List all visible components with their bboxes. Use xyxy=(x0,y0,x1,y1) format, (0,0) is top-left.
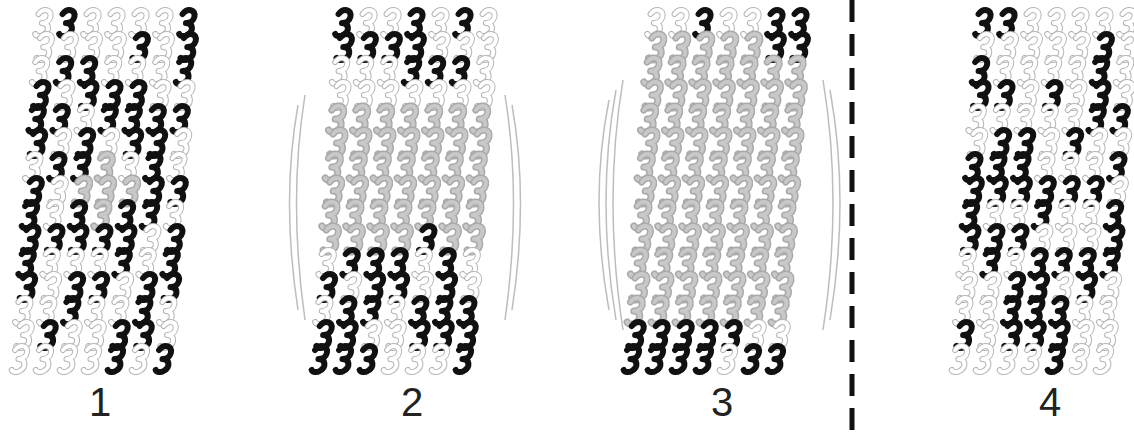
stitch-loop xyxy=(60,346,76,372)
stitch-loop xyxy=(1000,346,1016,372)
fabric-panel xyxy=(12,10,198,372)
divider-dashed-line xyxy=(850,0,855,434)
stitch-loop xyxy=(1024,346,1040,372)
stitch-loop xyxy=(648,346,664,372)
stitch-loop xyxy=(108,346,124,372)
fabric-panel xyxy=(312,10,498,372)
panel-number: 4 xyxy=(1039,378,1061,426)
stitch-loop xyxy=(132,346,148,372)
stitch-loop xyxy=(384,346,400,372)
panel-number: 1 xyxy=(89,378,111,426)
panel-number: 3 xyxy=(711,378,733,426)
stitch-loop xyxy=(744,346,760,372)
stitch-loop-fill xyxy=(84,346,100,372)
stitch-loop xyxy=(456,346,472,372)
stitch-loop xyxy=(408,346,424,372)
stitch-loop xyxy=(624,346,640,372)
stitch-loop xyxy=(1096,346,1112,372)
stitch-loop xyxy=(952,346,968,372)
panel-number: 2 xyxy=(401,378,423,426)
stitch-loop xyxy=(360,346,376,372)
stitch-loop-fill xyxy=(1096,346,1112,372)
stitch-loop-fill xyxy=(432,346,448,372)
stitch-loop-fill xyxy=(1024,346,1040,372)
stitch-loop-fill xyxy=(1072,346,1088,372)
stitch-loop xyxy=(976,346,992,372)
stitch-loop-fill xyxy=(60,346,76,372)
stitch-loop-fill xyxy=(952,346,968,372)
stitch-loop xyxy=(336,346,352,372)
fabric-panel xyxy=(952,10,1134,372)
stitch-loop-fill xyxy=(408,346,424,372)
vibration-arcs xyxy=(290,80,841,330)
stitch-loop xyxy=(36,346,52,372)
stitch-loop xyxy=(1072,346,1088,372)
stitch-loop xyxy=(720,346,736,372)
fabric-panel xyxy=(624,10,810,372)
stitch-loop xyxy=(768,346,784,372)
stitch-loop xyxy=(1048,346,1064,372)
stitch-loop-fill xyxy=(12,346,28,372)
stitch-loop xyxy=(12,346,28,372)
stitch-loop-fill xyxy=(132,346,148,372)
fabric-panels xyxy=(12,10,1134,372)
stitch-loop-fill xyxy=(36,346,52,372)
stitch-loop xyxy=(156,346,172,372)
stitch-loop-fill xyxy=(976,346,992,372)
stitch-loop xyxy=(696,346,712,372)
stitch-loop xyxy=(672,346,688,372)
stitch-loop-fill xyxy=(1000,346,1016,372)
stitch-loop xyxy=(84,346,100,372)
stitch-loop-fill xyxy=(720,346,736,372)
stitch-loop xyxy=(312,346,328,372)
stitch-loop xyxy=(432,346,448,372)
stitch-loop-fill xyxy=(384,346,400,372)
